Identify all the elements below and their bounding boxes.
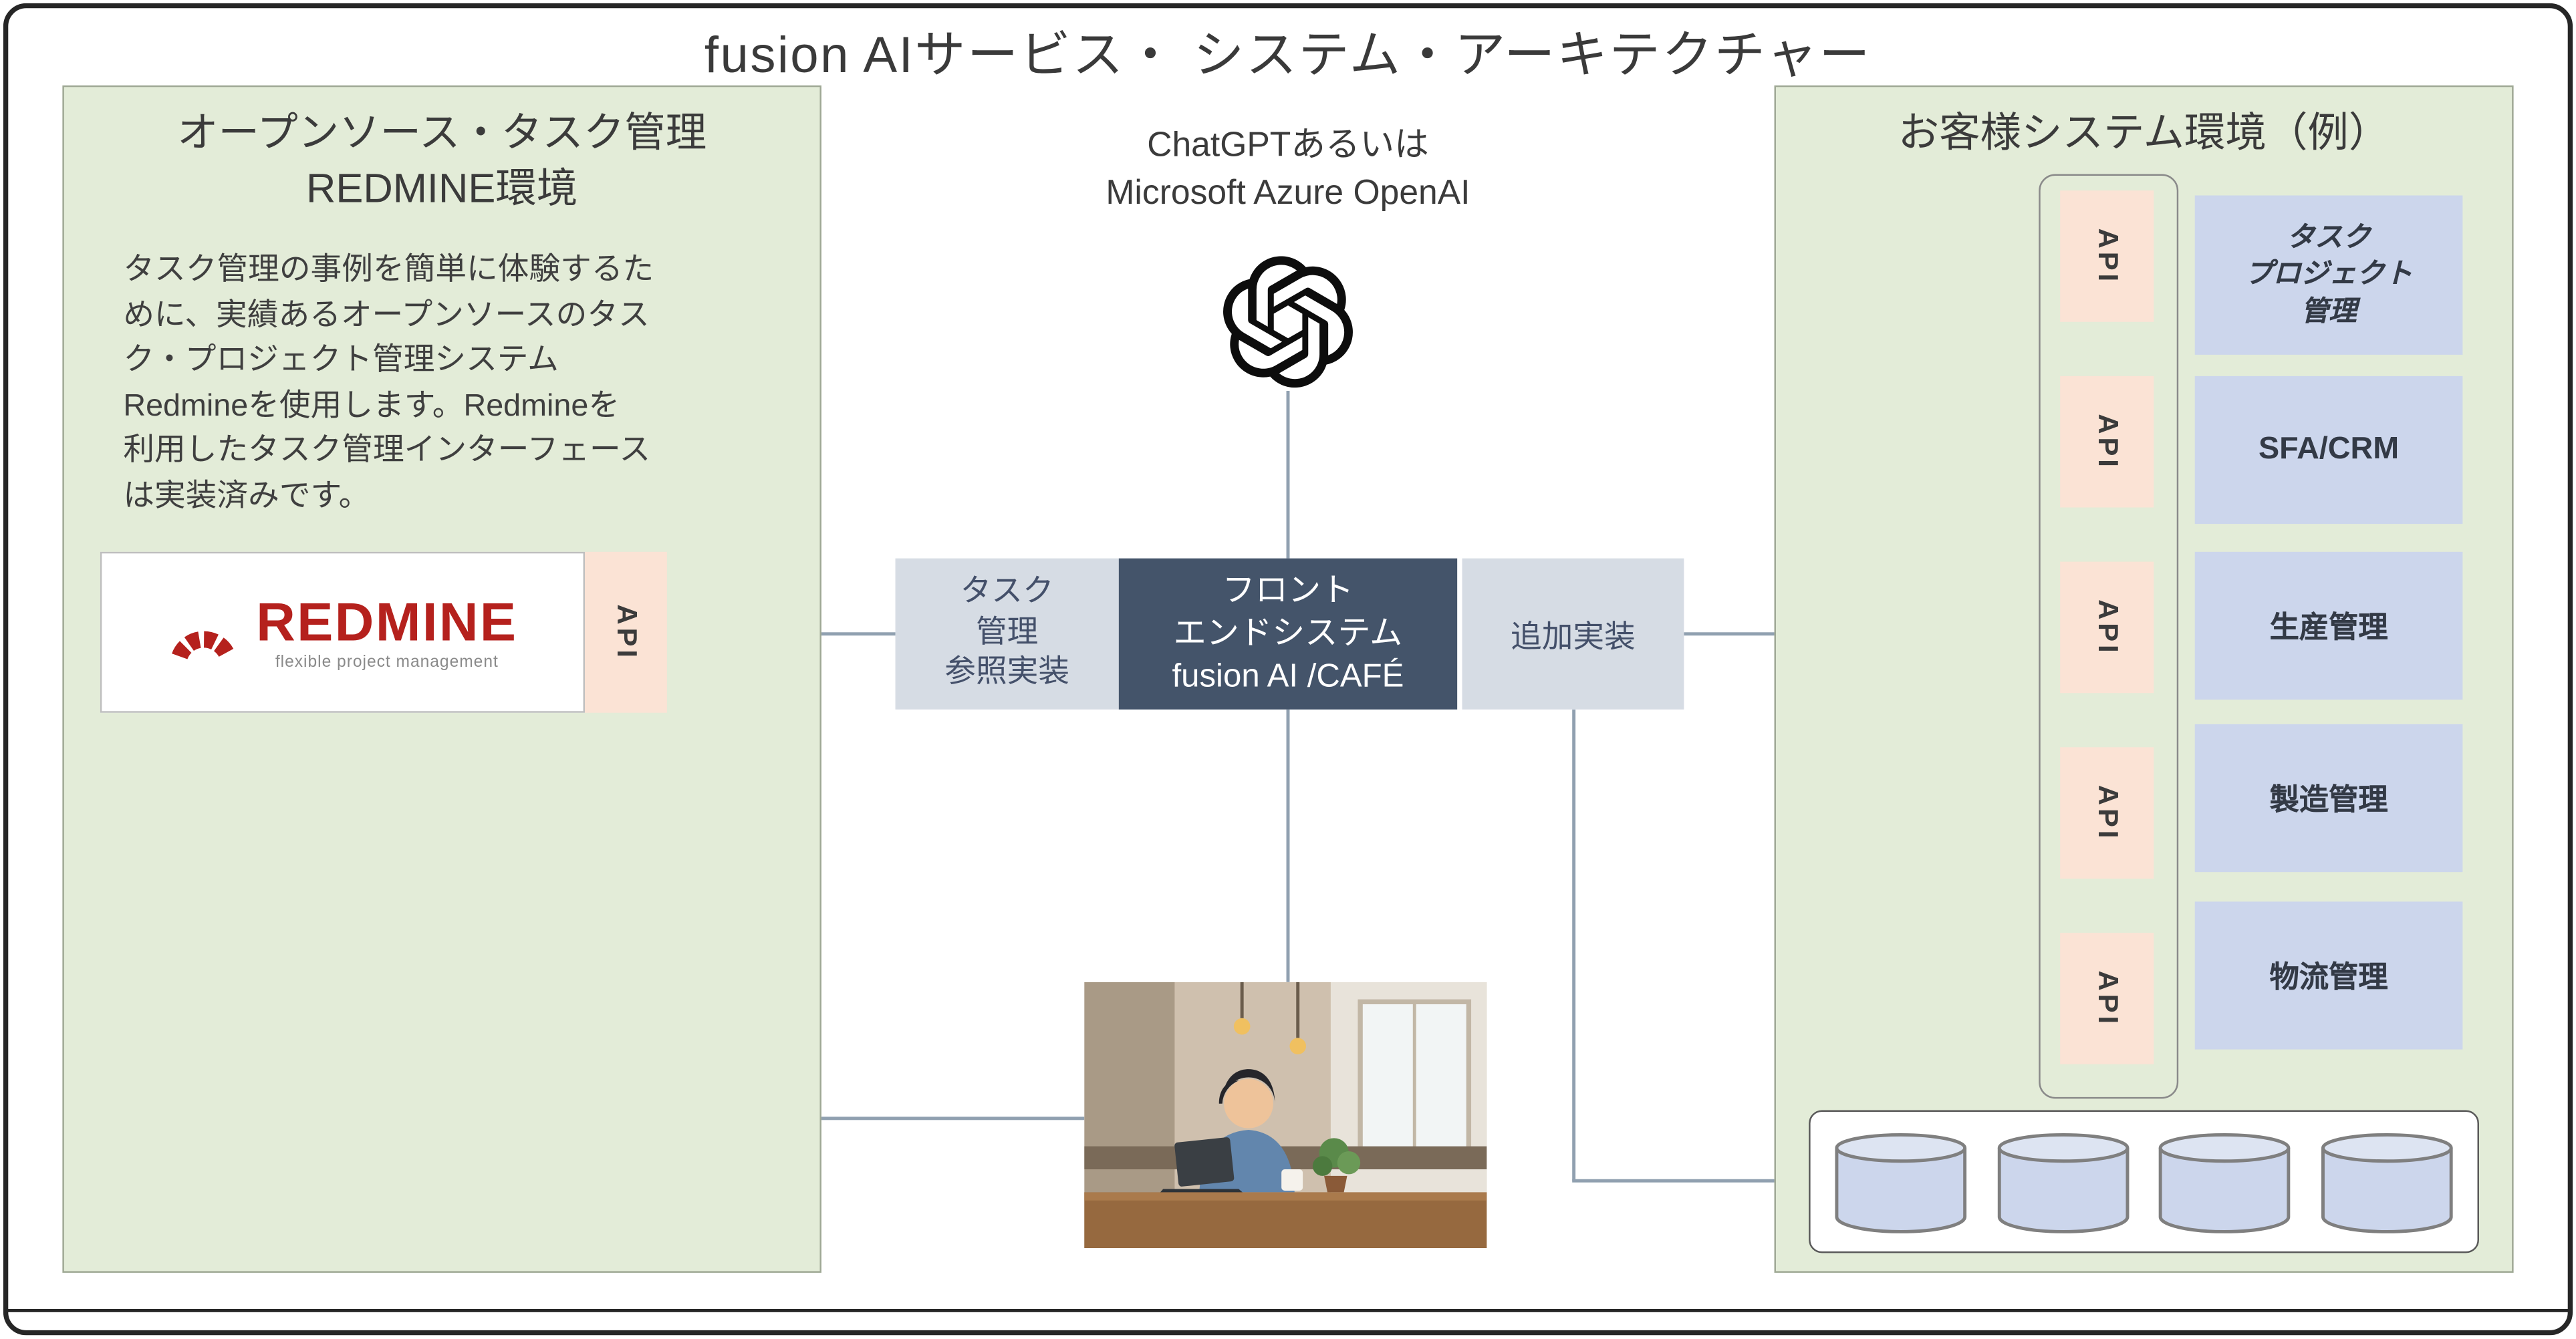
openai-logo-icon xyxy=(1223,256,1353,388)
redmine-api-label: API xyxy=(611,604,643,661)
database-cylinder-icon xyxy=(1835,1132,1967,1233)
bottom-divider xyxy=(6,1308,2570,1312)
database-cylinder-icon xyxy=(1997,1132,2129,1233)
api-label-5: API xyxy=(2092,970,2123,1027)
system-box-logistics: 物流管理 xyxy=(2194,901,2463,1050)
customer-system-panel: お客様システム環境（例） API API API API API タスク プロジ… xyxy=(1774,85,2514,1273)
task-management-reference-box: タスク 管理 参照実装 xyxy=(895,558,1119,710)
api-connector-5: API xyxy=(2060,933,2154,1064)
openai-service-label: ChatGPTあるいは Microsoft Azure OpenAI xyxy=(1106,126,1470,213)
right-panel-title: お客様システム環境（例） xyxy=(1898,110,2390,156)
redmine-environment-panel: オープンソース・タスク管理 REDMINE環境 タスク管理の事例を簡単に体験する… xyxy=(62,85,821,1273)
redmine-name: REDMINE xyxy=(256,590,518,651)
redmine-wordmark: REDMINE flexible project management xyxy=(256,594,517,672)
database-container xyxy=(1809,1110,2479,1253)
connector-frontend-photo xyxy=(1286,709,1290,982)
system-box-sfa-crm: SFA/CRM xyxy=(2194,376,2463,525)
api-label-3: API xyxy=(2092,599,2123,656)
plant-icon xyxy=(1312,1138,1361,1193)
system-box-task-project: タスク プロジェクト 管理 xyxy=(2194,195,2463,355)
redmine-icon xyxy=(171,631,236,660)
api-connector-2: API xyxy=(2060,376,2154,508)
redmine-tagline: flexible project management xyxy=(275,653,499,672)
redmine-logo-box: REDMINE flexible project management xyxy=(100,551,586,713)
page-title: fusion AIサービス・ システム・アーキテクチャー xyxy=(704,26,1872,84)
redmine-row: REDMINE flexible project management API xyxy=(100,551,667,713)
system-box-manufacturing: 製造管理 xyxy=(2194,724,2463,873)
redmine-api-connector: API xyxy=(585,551,667,713)
frontend-system-box: フロント エンドシステム fusion AI /CAFÉ xyxy=(1118,558,1458,710)
database-cylinder-icon xyxy=(2159,1132,2291,1233)
connector-openai-frontend xyxy=(1286,390,1290,559)
connector-addon-db-vertical xyxy=(1572,709,1576,1181)
api-connector-4: API xyxy=(2060,747,2154,879)
connector-addon-db-horizontal xyxy=(1572,1179,1811,1183)
database-cylinder-icon xyxy=(2321,1132,2453,1233)
api-gateway-container xyxy=(2039,174,2179,1099)
api-connector-1: API xyxy=(2060,190,2154,322)
system-box-production: 生産管理 xyxy=(2194,551,2463,700)
workspace-photo xyxy=(1084,982,1487,1249)
api-label-2: API xyxy=(2092,413,2123,470)
api-connector-3: API xyxy=(2060,561,2154,694)
additional-implementation-box: 追加実装 xyxy=(1462,558,1684,710)
api-label-1: API xyxy=(2092,228,2123,285)
left-panel-title: オープンソース・タスク管理 REDMINE環境 xyxy=(177,110,707,212)
api-label-4: API xyxy=(2092,784,2123,841)
left-panel-description: タスク管理の事例を簡単に体験するた めに、実績あるオープンソースのタス ク・プロ… xyxy=(123,253,654,514)
